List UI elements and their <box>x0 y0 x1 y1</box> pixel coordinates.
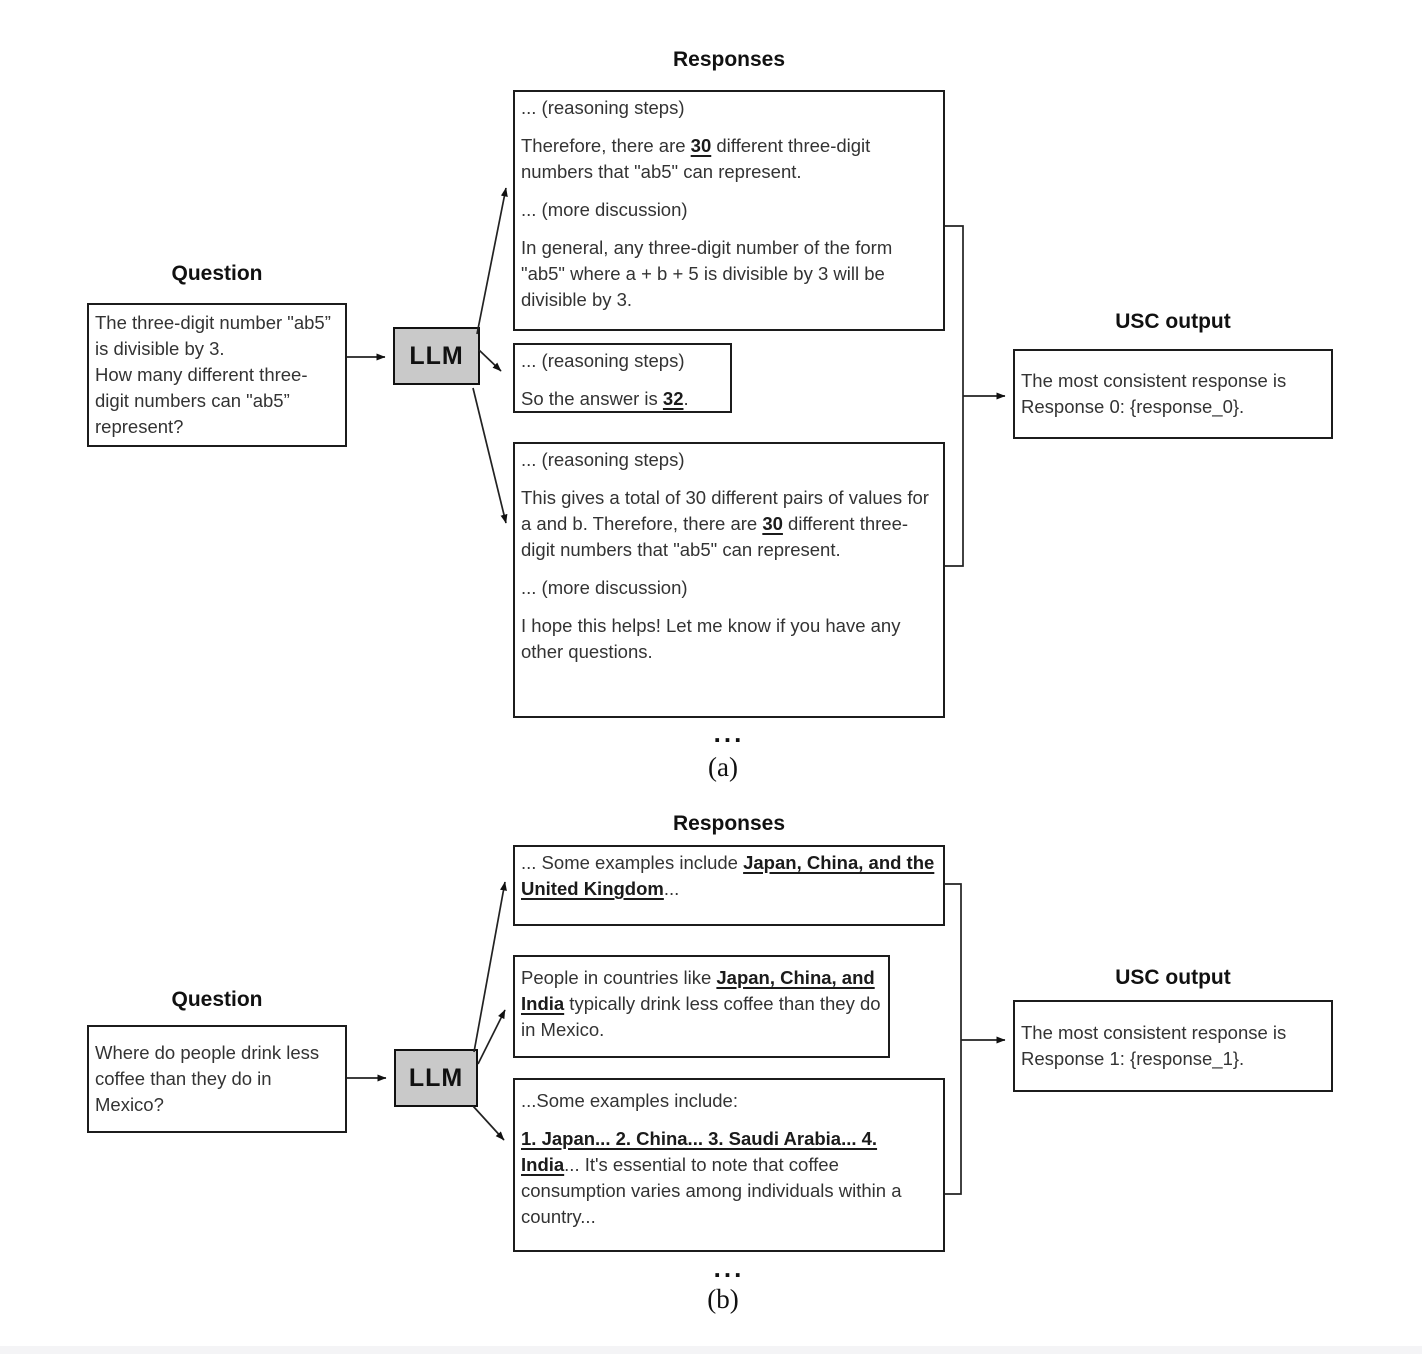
llm-box-b: LLM <box>394 1049 478 1107</box>
usc-output-box-a: The most consistent response is Response… <box>1013 349 1333 439</box>
emphasized-text: 1. Japan... 2. China... 3. Saudi Arabia.… <box>521 1128 878 1175</box>
plain-text: ... (more discussion) <box>521 199 688 220</box>
emphasized-text: 32 <box>662 388 684 409</box>
plain-text: . <box>683 388 689 409</box>
response-box-b1: People in countries like Japan, China, a… <box>513 955 890 1058</box>
arrow-llm-to-response2-a <box>478 349 502 372</box>
subfigure-caption-b: (b) <box>707 1284 739 1314</box>
arrow-llm-to-response3-b <box>472 1105 505 1141</box>
response-paragraph: ... Some examples include Japan, China, … <box>521 850 937 902</box>
plain-text: ... It's essential to note that coffee c… <box>521 1154 902 1227</box>
plain-text: different three-digit numbers that "ab5"… <box>521 513 909 560</box>
response-paragraph: ... (reasoning steps) <box>521 348 724 374</box>
plain-text: ... Some examples include <box>521 852 744 873</box>
responses-title-a: Responses <box>672 48 786 71</box>
plain-text: typically drink less coffee than they do… <box>521 993 881 1040</box>
response-box-b0: ... Some examples include Japan, China, … <box>513 845 945 926</box>
plain-text: ... (reasoning steps) <box>521 97 685 118</box>
response-box-a0: ... (reasoning steps) Therefore, there ar… <box>513 90 945 331</box>
plain-text: different three-digit numbers that "ab5"… <box>521 135 871 182</box>
plain-text: ... (reasoning steps) <box>521 449 685 470</box>
response-paragraph: I hope this helps! Let me know if you ha… <box>521 613 937 665</box>
question-title-a: Question <box>171 262 263 285</box>
question-box-b: Where do people drink less coffee than t… <box>87 1025 347 1133</box>
bracket-responses-b <box>945 883 962 1195</box>
plain-text: ... (reasoning steps) <box>521 350 685 371</box>
response-paragraph: ... (more discussion) <box>521 197 937 223</box>
response-paragraph: 1. Japan... 2. China... 3. Saudi Arabia.… <box>521 1126 937 1230</box>
emphasized-text: Japan, China, and India <box>521 967 875 1014</box>
response-box-b2: ...Some examples include: 1. Japan... 2. … <box>513 1078 945 1252</box>
response-paragraph: People in countries like Japan, China, a… <box>521 965 882 1043</box>
usc-output-title-a: USC output <box>1115 310 1231 333</box>
response-paragraph: In general, any three-digit number of th… <box>521 235 937 313</box>
response-paragraph: So the answer is 32. <box>521 386 724 412</box>
arrow-llm-to-response1-a <box>476 187 508 335</box>
plain-text: This gives a total of 30 different pairs… <box>521 487 929 534</box>
more-responses-ellipsis-b: ... <box>713 1253 745 1283</box>
response-paragraph: ... (more discussion) <box>521 575 937 601</box>
plain-text: I hope this helps! Let me know if you ha… <box>521 615 901 662</box>
response-paragraph: ... (reasoning steps) <box>521 95 937 121</box>
response-paragraph: ...Some examples include: <box>521 1088 937 1114</box>
emphasized-text: 30 <box>762 513 783 534</box>
response-box-a2: ... (reasoning steps) This gives a total … <box>513 442 945 718</box>
arrow-llm-to-response3-a <box>472 387 508 524</box>
bracket-responses-a <box>945 225 964 567</box>
plain-text: ... <box>663 878 680 899</box>
question-box-a: The three-digit number "ab5” is divisibl… <box>87 303 347 447</box>
plain-text: People in countries like <box>521 967 717 988</box>
usc-output-title-b: USC output <box>1115 966 1231 989</box>
subfigure-caption-a: (a) <box>708 752 738 782</box>
question-title-b: Question <box>171 988 263 1011</box>
plain-text: In general, any three-digit number of th… <box>521 237 893 310</box>
plain-text: ... (more discussion) <box>521 577 688 598</box>
arrow-llm-to-response2-b <box>477 1009 506 1065</box>
plain-text: So the answer is <box>521 388 663 409</box>
response-paragraph: ... (reasoning steps) <box>521 447 937 473</box>
responses-title-b: Responses <box>672 812 786 835</box>
usc-output-text-a: The most consistent response is Response… <box>1021 370 1287 417</box>
usc-output-box-b: The most consistent response is Response… <box>1013 1000 1333 1092</box>
response-paragraph: Therefore, there are 30 different three-… <box>521 133 937 185</box>
more-responses-ellipsis-a: ... <box>713 718 745 748</box>
llm-box-a: LLM <box>393 327 480 385</box>
page-bottom-strip <box>0 1346 1422 1354</box>
arrow-llm-to-response1-b <box>473 881 507 1053</box>
usc-output-text-b: The most consistent response is Response… <box>1021 1022 1287 1069</box>
response-box-a1: ... (reasoning steps) So the answer is 32… <box>513 343 732 413</box>
emphasized-text: Japan, China, and the United Kingdom <box>521 852 935 899</box>
emphasized-text: 30 <box>690 135 712 156</box>
response-paragraph: This gives a total of 30 different pairs… <box>521 485 937 563</box>
plain-text: ...Some examples include: <box>521 1090 738 1111</box>
plain-text: Therefore, there are <box>521 135 691 156</box>
